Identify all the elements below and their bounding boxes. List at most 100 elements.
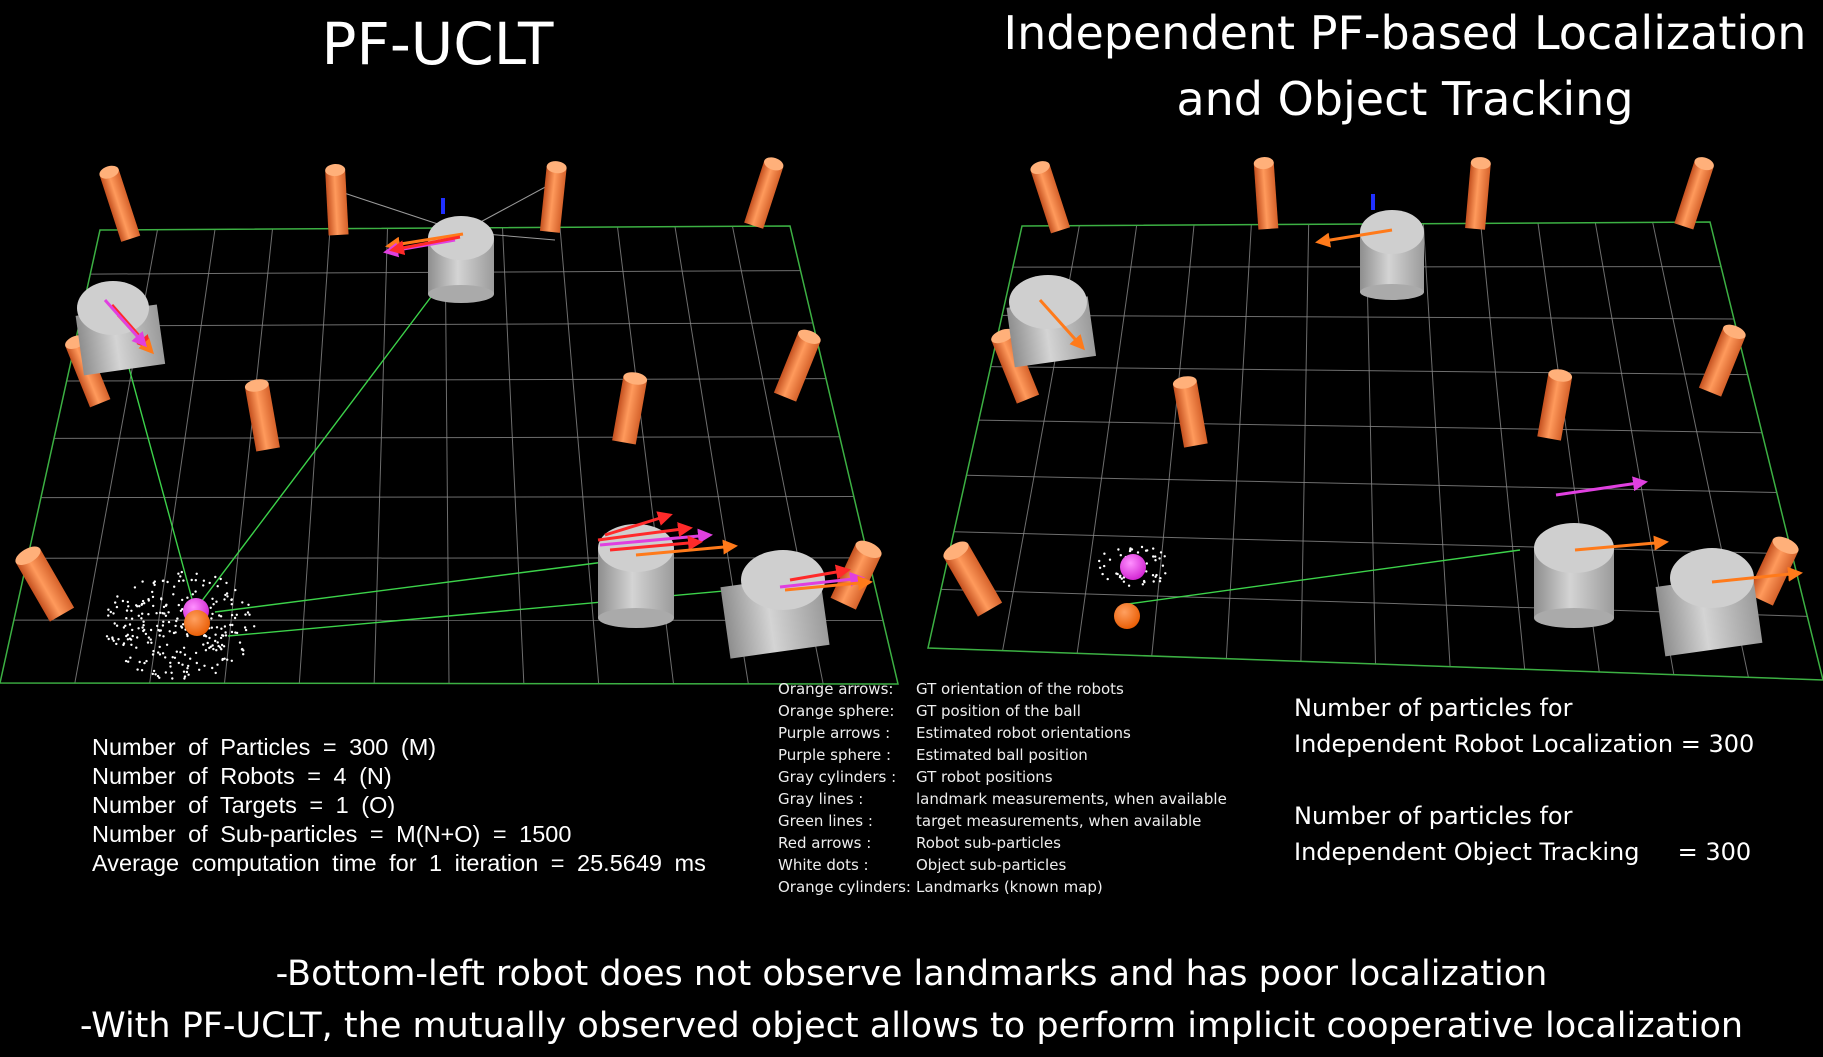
particle-dot — [151, 595, 155, 599]
legend-key: Orange sphere: — [778, 702, 895, 720]
particle-dot — [219, 577, 222, 581]
robot-cylinder — [428, 198, 494, 303]
particle-dot — [183, 653, 187, 656]
particle-dot — [230, 659, 233, 662]
particle-dot — [1103, 564, 1106, 568]
left-green-lines — [119, 284, 791, 637]
particle-dot — [1119, 574, 1122, 577]
legend-row: Purple sphere : Estimated ball position — [778, 744, 1227, 766]
legend-key: Orange arrows: — [778, 680, 894, 698]
particle-dot — [177, 603, 180, 607]
particle-dot — [138, 605, 141, 608]
particle-dot — [180, 626, 184, 629]
particle-dot — [115, 605, 119, 609]
particle-dot — [112, 612, 115, 615]
particle-dot — [225, 581, 228, 585]
particle-dot — [158, 676, 161, 679]
particle-dot — [107, 614, 110, 617]
legend-key: White dots : — [778, 856, 869, 874]
particle-dot — [151, 590, 154, 594]
particle-dot — [172, 593, 175, 596]
particle-dot — [173, 585, 176, 588]
particle-dot — [162, 605, 166, 609]
particle-dot — [230, 603, 233, 606]
landmark-cylinder — [99, 165, 141, 242]
particle-dot — [150, 641, 153, 644]
particle-dot — [1122, 576, 1126, 579]
left-robots — [75, 198, 830, 659]
particle-dot — [212, 647, 215, 651]
particle-dot — [164, 671, 167, 674]
robot-localization-line1: Number of particles for — [1294, 694, 1573, 722]
particle-dot — [177, 661, 180, 665]
particle-dot — [1129, 547, 1132, 550]
particle-dot — [142, 629, 145, 633]
grid-line — [224, 228, 273, 684]
particle-dot — [152, 669, 156, 673]
particle-dot — [211, 612, 214, 616]
particle-dot — [175, 619, 178, 623]
particle-dot — [130, 609, 133, 612]
particle-dot — [111, 636, 114, 639]
landmark-cylinder — [1253, 157, 1279, 230]
particle-dot — [217, 644, 220, 648]
particle-dot — [202, 643, 205, 646]
particle-dot — [1154, 575, 1157, 578]
landmark-cylinder — [1172, 376, 1208, 448]
particle-dot — [230, 598, 233, 601]
legend-row: Orange sphere:GT position of the ball — [778, 700, 1227, 722]
legend-value: Estimated ball position — [916, 746, 1088, 764]
particle-dot — [182, 579, 185, 582]
particle-dot — [107, 608, 110, 611]
particle-dot — [220, 643, 224, 647]
particle-dot — [151, 653, 155, 656]
particle-dot — [155, 612, 158, 615]
particle-dot — [211, 644, 214, 647]
particle-dot — [164, 614, 168, 617]
particle-dot — [186, 596, 189, 599]
particle-dot — [1141, 583, 1145, 586]
particle-dot — [145, 659, 148, 663]
particle-dot — [231, 623, 234, 627]
particle-dot — [1117, 548, 1120, 551]
particle-dot — [215, 649, 218, 652]
particle-dot — [113, 622, 116, 625]
right-green-lines — [1127, 549, 1521, 605]
particle-dot — [126, 633, 129, 636]
legend-row: Purple arrows :Estimated robot orientati… — [778, 722, 1227, 744]
landmark-cylinder — [1030, 161, 1071, 234]
legend-key: Purple sphere : — [778, 746, 892, 764]
stat-robots: Number of Robots = 4 (N) — [92, 763, 392, 789]
grid-line — [1225, 224, 1252, 659]
particle-dot — [125, 617, 128, 620]
grid-line — [953, 531, 1792, 555]
particle-dot — [172, 631, 176, 635]
legend-value: GT orientation of the robots — [916, 680, 1124, 698]
landmark-cylinder — [1674, 157, 1714, 230]
particle-dot — [215, 626, 219, 629]
particle-dot — [147, 613, 150, 616]
particle-dot — [153, 583, 156, 587]
particle-dot — [243, 626, 247, 629]
particle-dot — [133, 586, 137, 589]
particle-dot — [185, 633, 189, 636]
particle-dot — [209, 606, 212, 609]
particle-dot — [187, 664, 190, 668]
particle-dot — [202, 584, 205, 587]
particle-dot — [246, 611, 250, 614]
particle-dot — [183, 675, 187, 678]
particle-dot — [147, 598, 150, 601]
particle-dot — [161, 652, 165, 655]
left-landmarks — [15, 157, 882, 622]
landmark-cylinder — [773, 329, 821, 402]
particle-dot — [115, 624, 119, 627]
particle-dot — [214, 575, 217, 579]
grid-line — [444, 227, 450, 684]
particle-dot — [162, 635, 165, 638]
particle-dot — [143, 661, 146, 665]
legend-row: Gray lines :landmark measurements, when … — [778, 788, 1227, 810]
particle-dot — [141, 626, 144, 629]
right-landmarks — [943, 157, 1799, 617]
particle-dot — [157, 651, 160, 654]
right-robots — [1006, 194, 1763, 657]
